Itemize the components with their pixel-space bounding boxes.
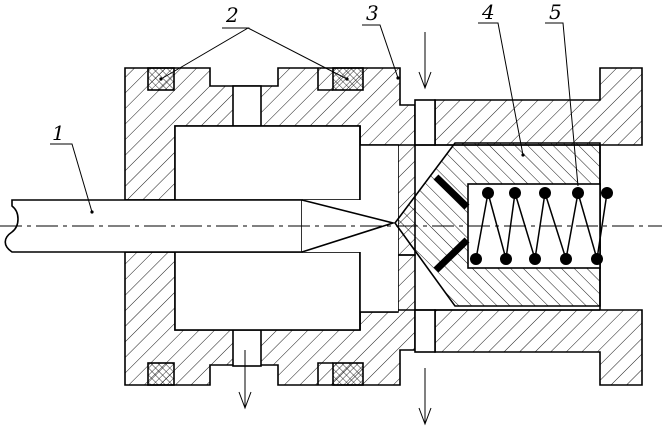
callout-needle: 1 [52, 121, 65, 145]
inlet-arrow-top [418, 32, 432, 90]
seal-bottom-left [147, 362, 175, 386]
leader-5 [545, 22, 579, 187]
housing-body [124, 67, 416, 386]
lower-port [232, 329, 262, 367]
lower-seal-strip [433, 237, 470, 273]
leader-4 [478, 22, 524, 156]
upper-port [232, 85, 262, 127]
callout-spring: 5 [549, 0, 562, 24]
leader-1 [50, 143, 93, 213]
outlet-arrow-bottom-right [418, 368, 432, 426]
flow-arrows [238, 32, 432, 426]
lower-side-slot [414, 309, 436, 353]
spring-wire-ends [470, 187, 613, 265]
valve-plunger [394, 142, 601, 307]
upper-side-slot [414, 99, 436, 146]
seal-bottom-right [332, 362, 364, 386]
leader-3 [362, 24, 399, 79]
upper-seal-strip [433, 174, 470, 210]
callout-seals: 2 [225, 3, 239, 27]
leader-lines [50, 22, 579, 214]
callout-body: 3 [366, 1, 379, 25]
leader-2b [247, 27, 348, 80]
outlet-arrow-bottom-left [238, 350, 252, 410]
sleeve-upper [434, 67, 643, 146]
housing-sleeve [398, 67, 643, 386]
shaft-tip [301, 199, 396, 253]
callout-valve: 4 [481, 0, 495, 24]
sleeve-lower [434, 309, 643, 386]
